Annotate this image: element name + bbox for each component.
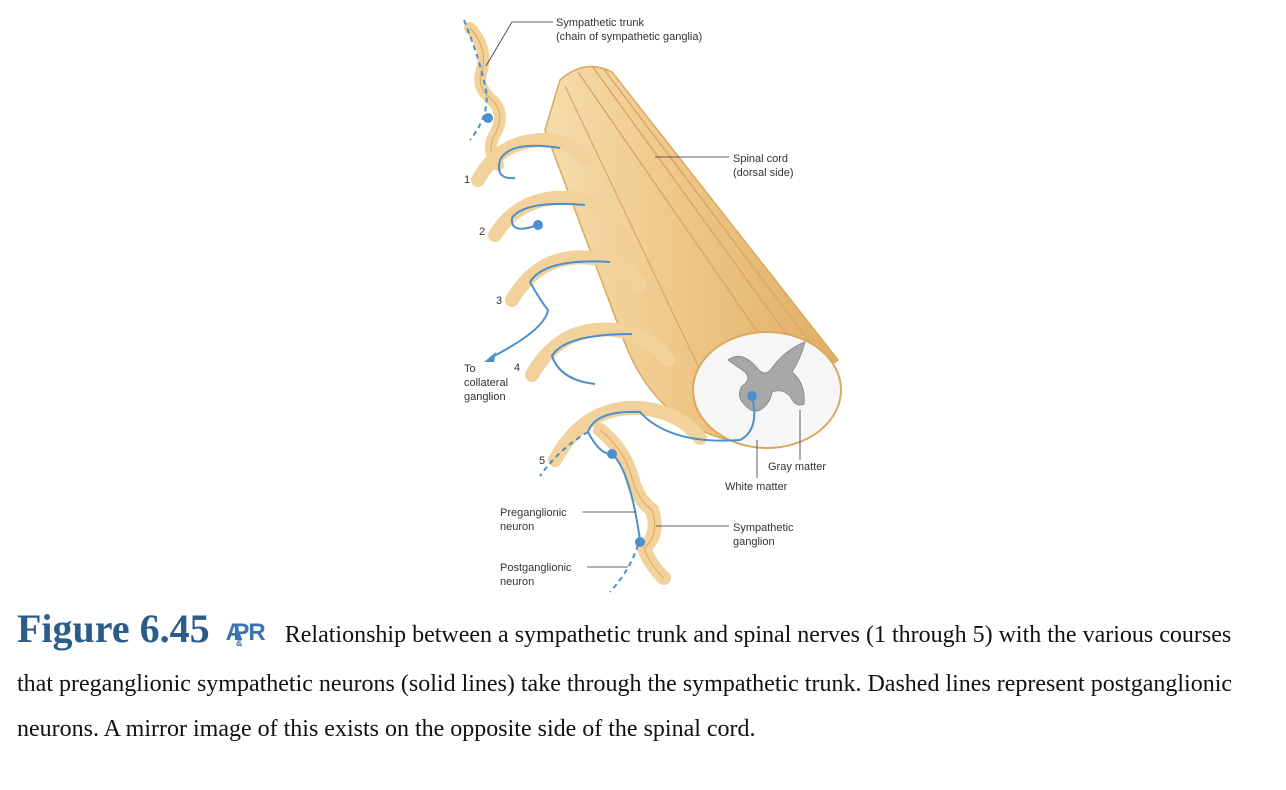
cell-body [747,391,757,401]
nerve-number-4: 4 [514,362,520,374]
label-spinal-cord-sub: (dorsal side) [733,167,794,179]
sympathetic-trunk-chain [464,22,671,585]
cell-body [533,220,543,230]
leader-lines [485,21,801,568]
apr-badge-amp: & [235,638,242,648]
label-sympathetic-ganglion: Sympathetic [733,522,794,534]
spinal-nerve-1 [471,132,592,187]
label-sympathetic-trunk: Sympathetic trunk [556,17,645,29]
figure-label: Figure 6.45 [17,606,210,651]
neuron-paths [463,19,756,593]
preganglionic-path-3 [489,260,611,359]
label-white-matter: White matter [725,481,788,493]
label-to-collateral-3: ganglion [464,391,506,403]
apr-badge-text-rest: PR [233,619,265,646]
figure-caption: Figure 6.45 A&PR Relationship between a … [17,606,1272,752]
preganglionic-path-1 [498,144,561,180]
preganglionic-path-5 [586,395,756,541]
preganglionic-path-4 [550,333,633,385]
preganglionic-path-2 [510,202,586,230]
postganglionic-path-bottom [609,544,639,593]
label-sympathetic-trunk-sub: (chain of sympathetic ganglia) [556,31,702,43]
spinal-nerve-4 [525,322,675,382]
sympathetic-trunk-diagram: Sympathetic trunk (chain of sympathetic … [463,17,842,593]
cell-body [607,449,617,459]
nerve-number-1: 1 [464,174,470,186]
label-to-collateral: To [464,363,476,375]
gray-matter-shape [727,341,806,412]
label-to-collateral-2: collateral [464,377,508,389]
spinal-nerve-3 [505,250,647,307]
cell-body [635,537,645,547]
label-postganglionic: Postganglionic [500,562,572,574]
label-postganglionic-2: neuron [500,576,534,588]
nerve-number-5: 5 [539,455,545,467]
spinal-nerve-2 [488,190,619,242]
label-preganglionic: Preganglionic [500,507,567,519]
cell-body [483,113,493,123]
neuron-cell-bodies [483,113,757,547]
arrowhead-collateral [484,352,496,362]
spinal-nerves [471,132,707,467]
label-spinal-cord: Spinal cord [733,153,788,165]
nerve-number-2: 2 [479,226,485,238]
label-gray-matter: Gray matter [768,461,826,473]
postganglionic-path-top [463,19,488,141]
caption-text: Relationship between a sympathetic trunk… [17,622,1233,742]
spinal-cord [544,65,842,449]
apr-badge: A&PR [225,610,266,660]
apr-badge-text: A [225,619,243,646]
spinal-nerve-5 [548,400,707,467]
label-sympathetic-ganglion-2: ganglion [733,536,775,548]
nerve-number-3: 3 [496,295,502,307]
label-preganglionic-2: neuron [500,521,534,533]
